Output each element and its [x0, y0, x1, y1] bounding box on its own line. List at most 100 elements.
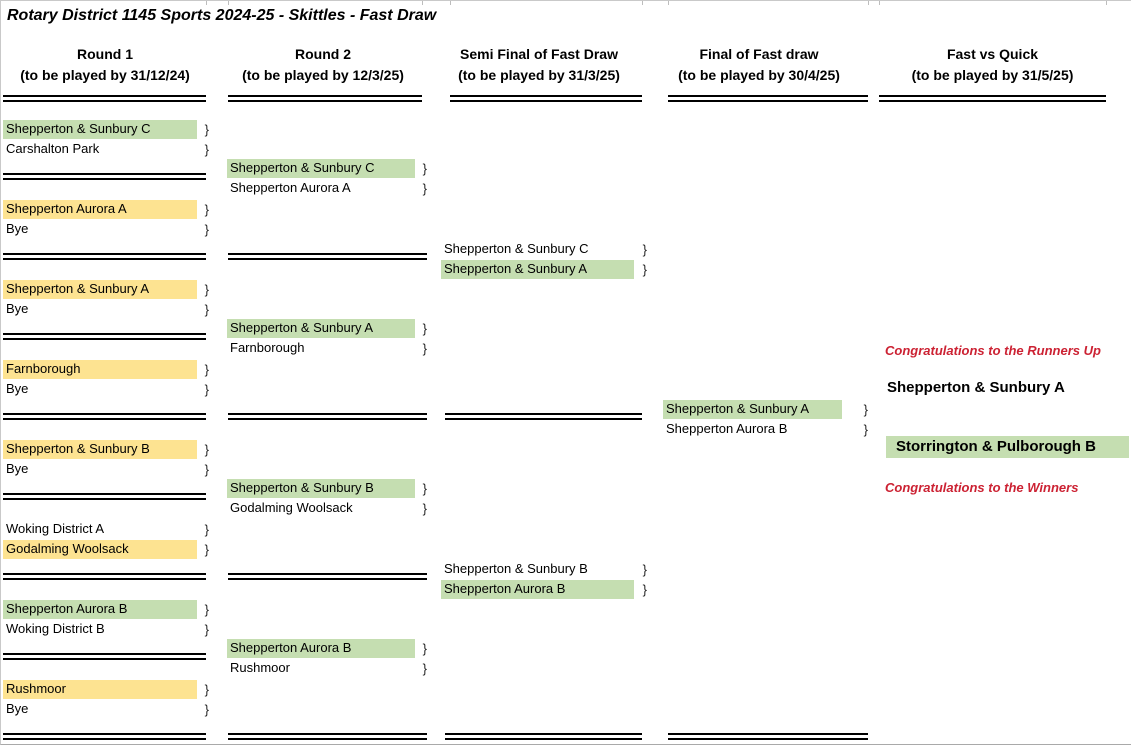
team-cell: Rushmoor: [3, 679, 197, 699]
team-cell: Shepperton Aurora B: [666, 420, 788, 436]
bracket-brace: }: [204, 621, 209, 637]
column-tick: [450, 1, 451, 5]
team-cell: Shepperton & Sunbury B: [444, 560, 588, 576]
team-row: Godalming Woolsack }: [227, 498, 427, 518]
team-row: Shepperton & Sunbury A }: [3, 279, 209, 299]
column-deadline: (to be played by 31/12/24): [20, 67, 190, 83]
bracket-brace: }: [204, 281, 209, 297]
bracket-brace: }: [204, 141, 209, 157]
match-separator: [228, 253, 427, 260]
team-cell: Shepperton & Sunbury C: [444, 240, 589, 256]
runners-up-team: Shepperton & Sunbury A: [887, 379, 1065, 396]
team-cell: Bye: [6, 380, 29, 396]
team-row: Shepperton & Sunbury B }: [441, 559, 647, 579]
match-separator: [3, 173, 206, 180]
team-cell: Shepperton Aurora A: [3, 199, 197, 219]
column-deadline: (to be played by 31/5/25): [911, 67, 1074, 83]
bracket-brace: }: [204, 701, 209, 717]
team-cell: Woking District B: [6, 620, 105, 636]
team-row: Farnborough }: [227, 338, 427, 358]
match-separator: [3, 733, 206, 740]
team-row: Bye }: [3, 299, 209, 319]
bracket-brace: }: [422, 160, 427, 176]
bracket-brace: }: [422, 480, 427, 496]
team-row: Rushmoor }: [3, 679, 209, 699]
team-cell: Farnborough: [3, 359, 197, 379]
header-underline: [3, 95, 206, 102]
team-row: Shepperton & Sunbury A }: [227, 318, 427, 338]
team-cell: Bye: [6, 300, 29, 316]
team-row: Shepperton Aurora B }: [663, 419, 868, 439]
column-deadline: (to be played by 31/3/25): [458, 67, 620, 83]
team-cell: Godalming Woolsack: [3, 539, 197, 559]
column-tick: [879, 1, 880, 5]
match-separator: [3, 413, 206, 420]
column-tick: [206, 1, 207, 5]
bracket-brace: }: [204, 381, 209, 397]
team-cell: Shepperton & Sunbury B: [227, 478, 415, 498]
team-row: Woking District B }: [3, 619, 209, 639]
bracket-brace: }: [642, 241, 647, 257]
column-tick: [668, 1, 669, 5]
match-separator: [445, 733, 642, 740]
team-row: Shepperton & Sunbury C }: [3, 119, 209, 139]
team-row: Shepperton Aurora A }: [3, 199, 209, 219]
match-separator: [445, 413, 642, 420]
team-cell: Shepperton & Sunbury A: [227, 318, 415, 338]
winners-team: Storrington & Pulborough B: [886, 436, 1129, 458]
column-tick: [422, 1, 423, 5]
team-row: Shepperton Aurora B }: [3, 599, 209, 619]
team-row: Shepperton Aurora B }: [227, 638, 427, 658]
column-deadline: (to be played by 30/4/25): [678, 67, 840, 83]
team-cell: Bye: [6, 460, 29, 476]
team-cell: Godalming Woolsack: [230, 499, 353, 515]
team-row: Woking District A }: [3, 519, 209, 539]
winners-congrats-label: Congratulations to the Winners: [885, 480, 1079, 495]
team-cell: Bye: [6, 700, 29, 716]
team-row: Bye }: [3, 379, 209, 399]
bracket-brace: }: [204, 201, 209, 217]
bracket-brace: }: [204, 601, 209, 617]
bracket-brace: }: [204, 521, 209, 537]
team-row: Bye }: [3, 219, 209, 239]
bracket-brace: }: [422, 320, 427, 336]
team-row: Farnborough }: [3, 359, 209, 379]
column-label: Final of Fast draw: [699, 46, 819, 62]
column-label: Semi Final of Fast Draw: [460, 46, 618, 62]
bracket-brace: }: [863, 401, 868, 417]
bracket-brace: }: [422, 640, 427, 656]
match-separator: [228, 733, 427, 740]
team-row: Shepperton & Sunbury B }: [3, 439, 209, 459]
team-row: Bye }: [3, 699, 209, 719]
team-cell: Shepperton Aurora B: [441, 579, 634, 599]
match-separator: [3, 573, 206, 580]
match-separator: [3, 253, 206, 260]
team-cell: Farnborough: [230, 339, 305, 355]
column-header-final: Final of Fast draw (to be played by 30/4…: [659, 44, 859, 86]
bracket-brace: }: [204, 441, 209, 457]
column-header-fast-vs-quick: Fast vs Quick (to be played by 31/5/25): [879, 44, 1106, 86]
column-tick: [642, 1, 643, 5]
match-separator: [3, 653, 206, 660]
team-row: Godalming Woolsack }: [3, 539, 209, 559]
header-underline: [450, 95, 642, 102]
team-cell: Shepperton & Sunbury C: [3, 119, 197, 139]
team-cell: Carshalton Park: [6, 140, 100, 156]
team-cell: Shepperton & Sunbury A: [441, 259, 634, 279]
team-row: Carshalton Park }: [3, 139, 209, 159]
bracket-brace: }: [204, 541, 209, 557]
page-title: Rotary District 1145 Sports 2024-25 - Sk…: [7, 7, 437, 24]
team-cell: Shepperton & Sunbury A: [3, 279, 197, 299]
team-cell: Shepperton & Sunbury B: [3, 439, 197, 459]
column-deadline: (to be played by 12/3/25): [242, 67, 404, 83]
team-cell: Shepperton Aurora B: [227, 638, 415, 658]
bracket-brace: }: [204, 301, 209, 317]
bracket-brace: }: [422, 500, 427, 516]
team-row: Shepperton & Sunbury C }: [441, 239, 647, 259]
team-row: Shepperton & Sunbury C }: [227, 158, 427, 178]
team-row: Shepperton Aurora B }: [441, 579, 647, 599]
header-underline: [879, 95, 1106, 102]
team-row: Bye }: [3, 459, 209, 479]
runners-up-congrats-label: Congratulations to the Runners Up: [885, 343, 1101, 358]
